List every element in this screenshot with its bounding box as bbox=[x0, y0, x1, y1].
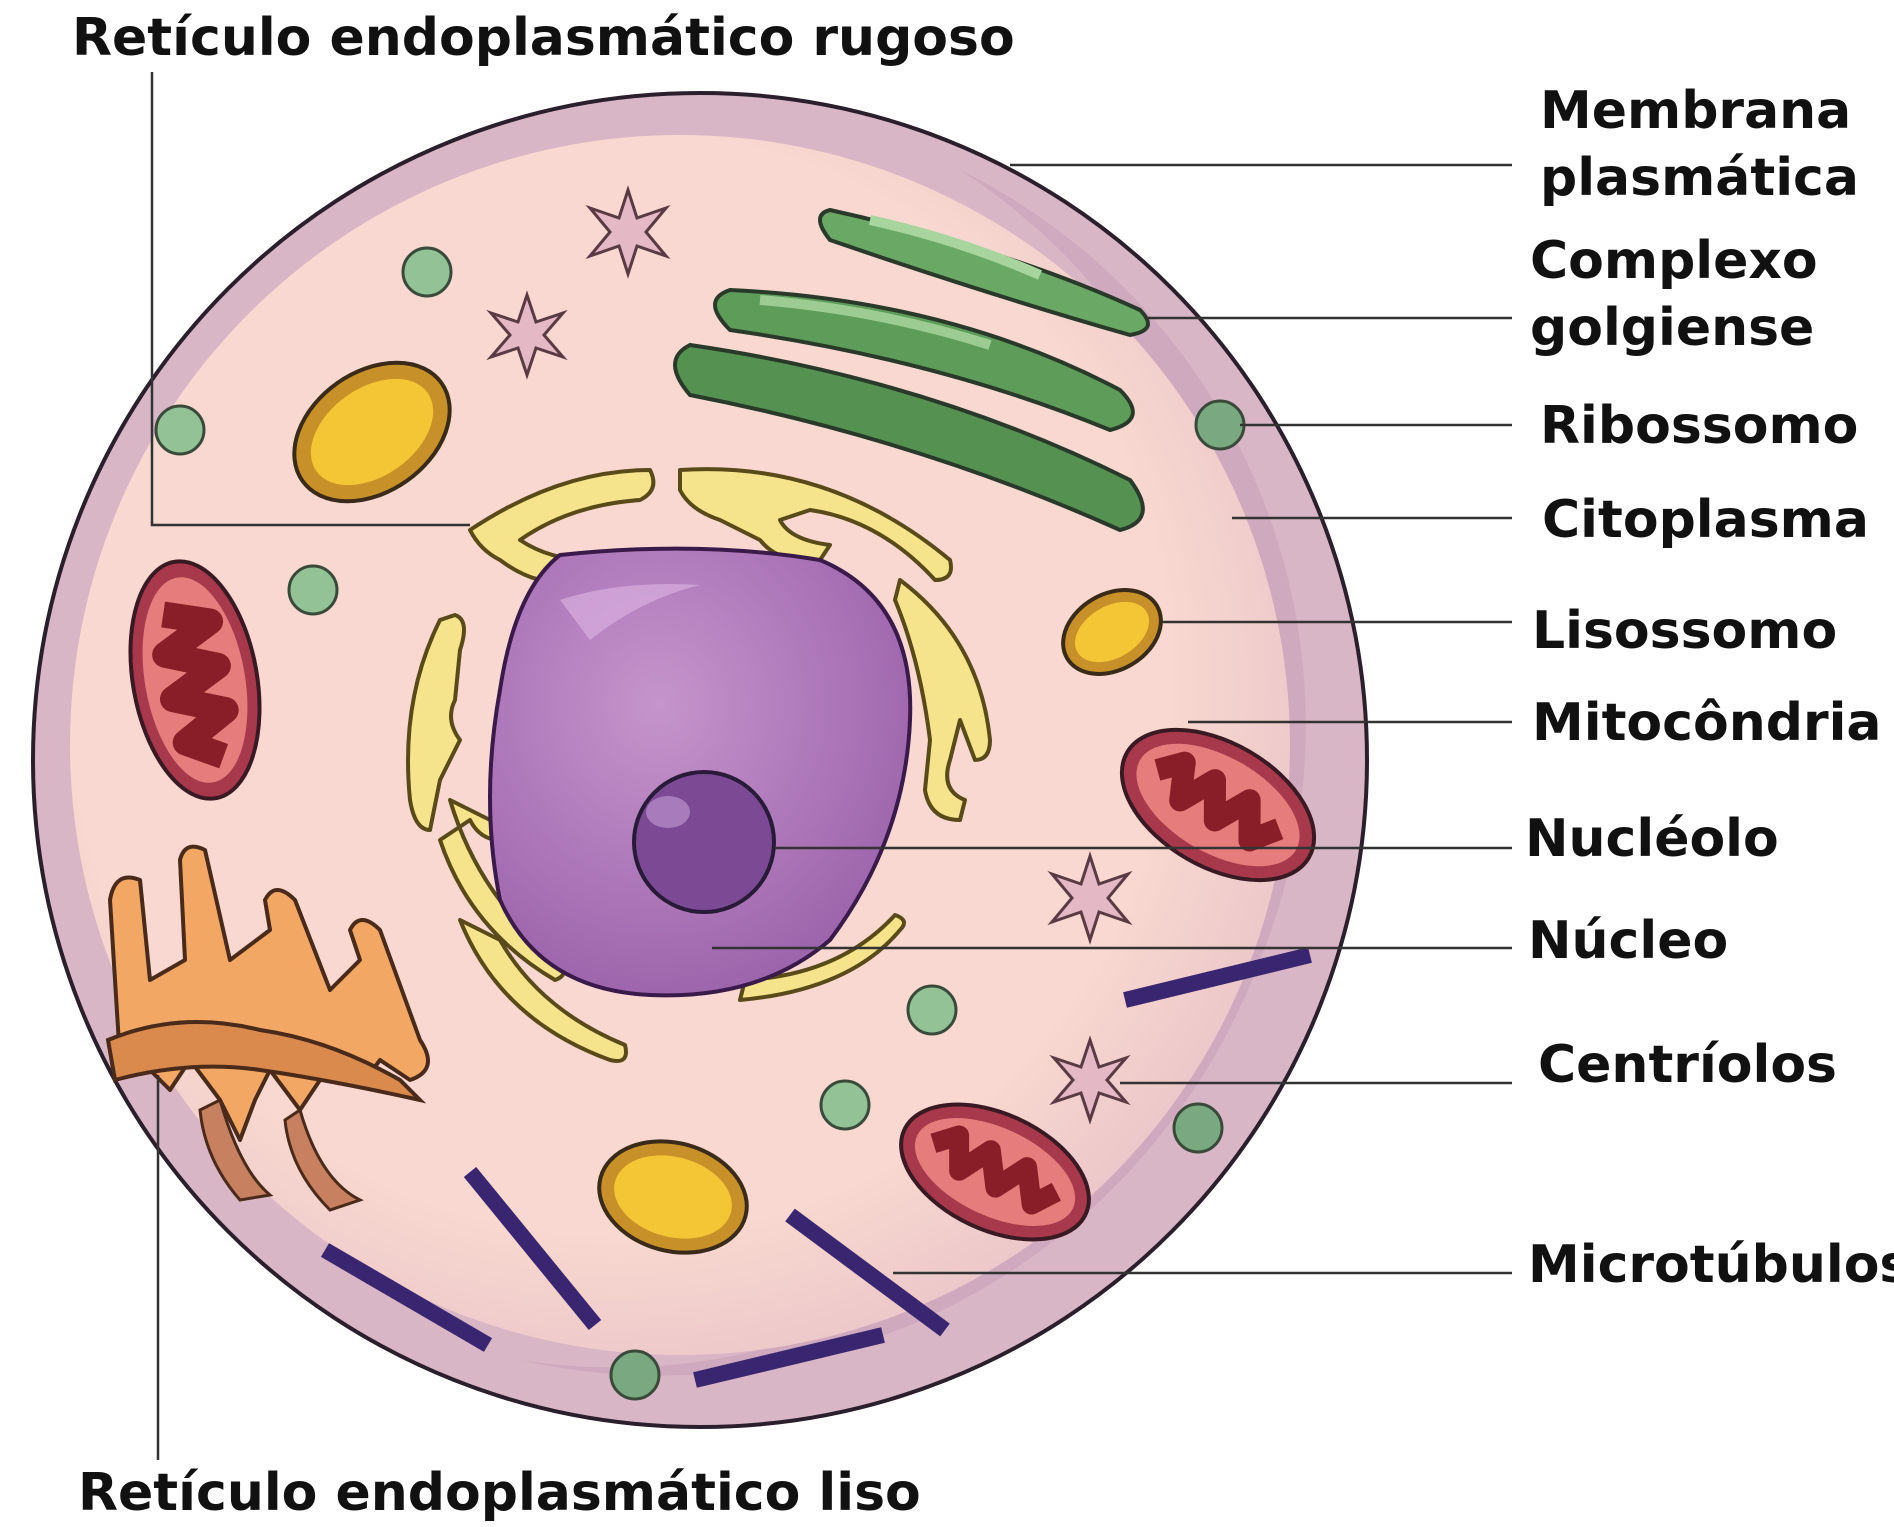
label-membrana-line2: plasmática bbox=[1540, 148, 1859, 208]
label-lisossomo: Lisossomo bbox=[1532, 601, 1837, 661]
label-mitocondria: Mitocôndria bbox=[1532, 693, 1882, 753]
label-microtubulos: Microtúbulos bbox=[1528, 1235, 1894, 1295]
label-rel: Retículo endoplasmático liso bbox=[78, 1463, 921, 1523]
nucleolus bbox=[634, 772, 774, 912]
ribosome-icon bbox=[821, 1081, 869, 1129]
label-nucleolo: Nucléolo bbox=[1525, 809, 1779, 869]
label-complexo-line2: golgiense bbox=[1530, 298, 1814, 358]
label-complexo-line1: Complexo bbox=[1530, 231, 1818, 291]
ribosome-icon bbox=[611, 1351, 659, 1399]
label-centriolos: Centríolos bbox=[1538, 1035, 1837, 1095]
label-membrana-line1: Membrana bbox=[1540, 81, 1851, 141]
ribosome-icon bbox=[1174, 1104, 1222, 1152]
label-ribossomo: Ribossomo bbox=[1540, 396, 1858, 456]
ribosome-icon bbox=[289, 566, 337, 614]
label-nucleo: Núcleo bbox=[1528, 911, 1728, 971]
ribosome-icon bbox=[1196, 401, 1244, 449]
ribosome-icon bbox=[156, 406, 204, 454]
label-citoplasma: Citoplasma bbox=[1542, 490, 1869, 550]
label-rer: Retículo endoplasmático rugoso bbox=[72, 8, 1015, 68]
ribosome-icon bbox=[403, 248, 451, 296]
ribosome-icon bbox=[908, 986, 956, 1034]
